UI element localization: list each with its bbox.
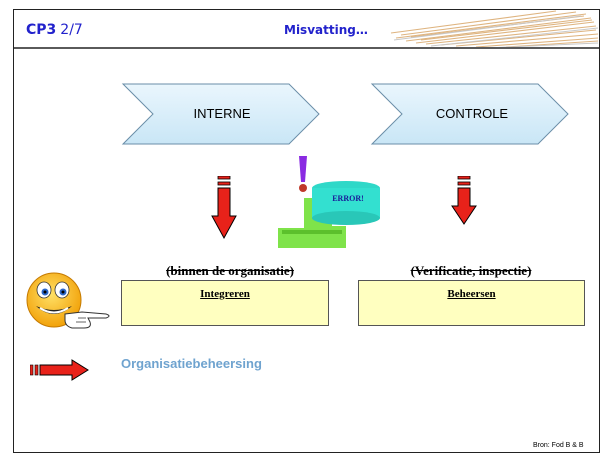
error-computer-icon: ERROR! <box>276 156 386 261</box>
header-rule <box>14 47 599 49</box>
slide-title: Misvatting… <box>284 23 368 37</box>
red-arrow-down-icon <box>211 176 237 240</box>
slide-fraction: 2/7 <box>60 22 83 38</box>
decorative-scribble <box>390 10 599 49</box>
box-label-integreren: Integreren <box>200 288 250 300</box>
smiley-pointing-icon <box>26 272 110 329</box>
slide-code: CP3 <box>26 22 57 38</box>
chevron-label-interne: INTERNE <box>193 106 251 121</box>
box-label-beheersen: Beheersen <box>447 288 496 300</box>
caption-verificatie: (Verificatie, inspectie) <box>410 263 532 278</box>
chevron-label-controle: CONTROLE <box>435 106 509 121</box>
red-arrow-down-icon <box>451 176 477 225</box>
chevron-controle <box>370 83 569 145</box>
source-note: Bron: Fod B & B <box>533 442 584 449</box>
box-integreren: Integreren <box>121 280 329 326</box>
box-beheersen: Beheersen <box>358 280 585 326</box>
error-text: ERROR! <box>332 194 364 203</box>
concept-label: Organisatiebeheersing <box>121 356 262 371</box>
chevron-interne <box>121 83 320 145</box>
red-arrow-right-icon <box>30 359 89 381</box>
caption-binnen: (binnen de organisatie) <box>166 263 294 278</box>
